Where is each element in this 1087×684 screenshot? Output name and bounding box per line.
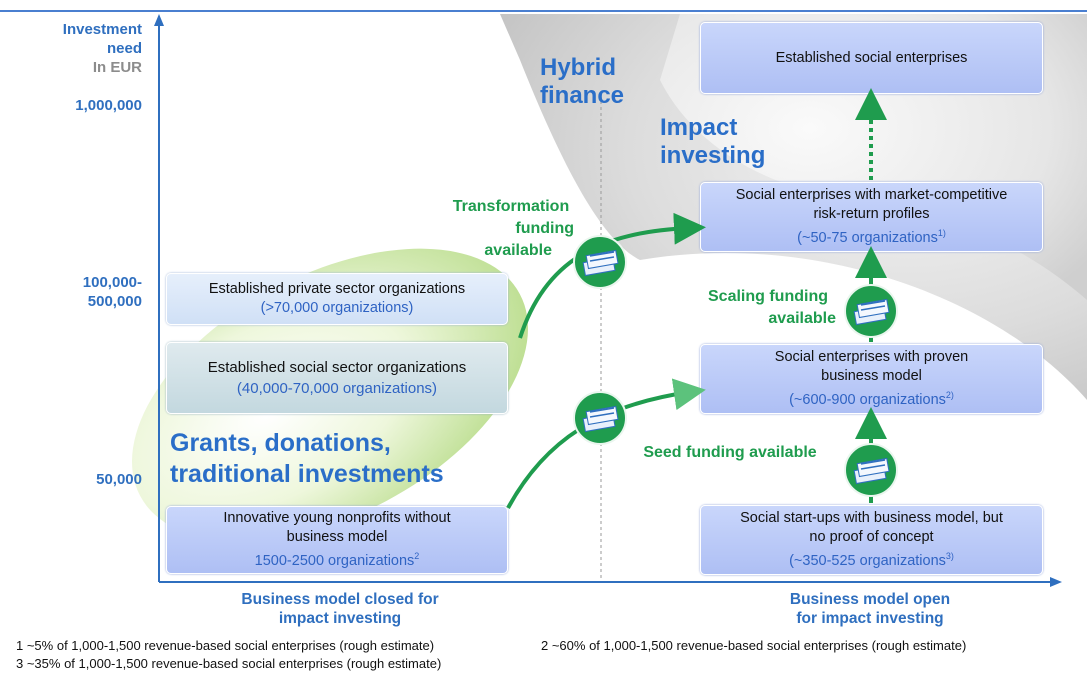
footnote-2: 2 ~60% of 1,000-1,500 revenue-based soci… bbox=[541, 638, 967, 653]
money-icon bbox=[573, 235, 627, 289]
y-tick-1000000: 1,000,000 bbox=[75, 97, 142, 114]
proven-count-row: (~600-900 organizations2) bbox=[789, 386, 954, 410]
established-se-label: Established social enterprises bbox=[775, 49, 968, 66]
money-icon bbox=[844, 443, 898, 497]
market-count-row: (~50-75 organizations1) bbox=[797, 224, 946, 248]
startups-count: (~350-525 organizations bbox=[789, 552, 946, 569]
proven-count: (~600-900 organizations bbox=[789, 391, 946, 408]
private-count: (>70,000 organizations) bbox=[260, 300, 414, 316]
transformation-line3: available bbox=[484, 242, 552, 259]
hybrid-line2: finance bbox=[540, 82, 625, 109]
private-line1: Established private sector organizations bbox=[208, 281, 466, 297]
hybrid-line1: Hybrid bbox=[540, 54, 617, 81]
startups-box: Social start-ups with business model, bu… bbox=[700, 505, 1043, 575]
impact-investing-label: Impact investing bbox=[660, 114, 765, 170]
nonprofits-count: 1500-2500 organizations bbox=[254, 552, 415, 569]
x-left-line2: impact investing bbox=[278, 610, 402, 627]
socialsector-line1: Established social sector organizations bbox=[207, 359, 467, 376]
grants-line2: traditional investments bbox=[170, 460, 444, 488]
money-icon bbox=[573, 391, 627, 445]
market-sup: 1) bbox=[937, 228, 946, 239]
proven-model-box: Social enterprises with proven business … bbox=[700, 344, 1043, 414]
established-social-enterprises-box: Established social enterprises bbox=[700, 22, 1043, 94]
scaling-funding-label: Scaling funding available bbox=[694, 286, 842, 330]
x-label-closed: Business model closed for impact investi… bbox=[220, 590, 460, 628]
market-line1: Social enterprises with market-competiti… bbox=[735, 187, 1008, 204]
x-left-line1: Business model closed for bbox=[241, 591, 439, 608]
x-right-line1: Business model open bbox=[789, 591, 951, 608]
market-line2: risk-return profiles bbox=[813, 206, 930, 223]
grants-label: Grants, donations, traditional investmen… bbox=[170, 428, 444, 490]
private-sector-box: Established private sector organizations… bbox=[166, 273, 508, 325]
y-axis-title: Investment need In EUR bbox=[63, 20, 142, 77]
x-right-line2: for impact investing bbox=[796, 610, 944, 627]
impact-line2: investing bbox=[660, 142, 766, 169]
nonprofits-line2: business model bbox=[286, 529, 388, 546]
y-axis-title-line1: Investment bbox=[62, 21, 142, 38]
money-icon bbox=[844, 284, 898, 338]
startups-line1: Social start-ups with business model, bu… bbox=[740, 510, 1003, 527]
grants-line1: Grants, donations, bbox=[170, 429, 391, 457]
y-tick-500000: 500,000 bbox=[87, 293, 142, 310]
y-axis-unit: In EUR bbox=[92, 59, 142, 76]
y-tick-50000: 50,000 bbox=[96, 471, 142, 488]
startups-sup: 3) bbox=[945, 551, 954, 562]
footnote-3: 3 ~35% of 1,000-1,500 revenue-based soci… bbox=[16, 656, 442, 671]
startups-line2: no proof of concept bbox=[809, 529, 934, 546]
market-count: (~50-75 organizations bbox=[797, 229, 938, 246]
transformation-funding-label: Transformation funding available bbox=[436, 196, 586, 262]
proven-line1: Social enterprises with proven bbox=[774, 349, 969, 366]
scaling-line1: Scaling funding bbox=[708, 288, 828, 305]
y-axis-arrowhead bbox=[154, 14, 164, 26]
socialsector-count: (40,000-70,000 organizations) bbox=[236, 380, 438, 397]
market-competitive-box: Social enterprises with market-competiti… bbox=[700, 182, 1043, 252]
y-tick-100000: 100,000- bbox=[82, 274, 142, 291]
footnote-1: 1 ~5% of 1,000-1,500 revenue-based socia… bbox=[16, 638, 435, 653]
transformation-line1: Transformation bbox=[452, 198, 570, 215]
impact-line1: Impact bbox=[660, 114, 738, 141]
seed-funding-label: Seed funding available bbox=[643, 444, 817, 461]
nonprofits-count-row: 1500-2500 organizations2 bbox=[255, 547, 420, 571]
hybrid-finance-label: Hybrid finance bbox=[540, 54, 624, 110]
x-axis-arrowhead bbox=[1050, 577, 1062, 587]
nonprofits-sup: 2 bbox=[414, 551, 420, 562]
x-label-open: Business model open for impact investing bbox=[760, 590, 980, 628]
nonprofits-box: Innovative young nonprofits without busi… bbox=[166, 506, 508, 574]
proven-sup: 2) bbox=[945, 390, 954, 401]
social-sector-box: Established social sector organizations … bbox=[166, 342, 508, 414]
scaling-line2: available bbox=[768, 310, 836, 327]
nonprofits-line1: Innovative young nonprofits without bbox=[223, 510, 451, 527]
transformation-line2: funding bbox=[515, 220, 574, 237]
startups-count-row: (~350-525 organizations3) bbox=[789, 547, 954, 571]
y-axis-title-line2: need bbox=[106, 40, 142, 57]
proven-line2: business model bbox=[821, 368, 922, 385]
top-border-line bbox=[0, 10, 1087, 12]
